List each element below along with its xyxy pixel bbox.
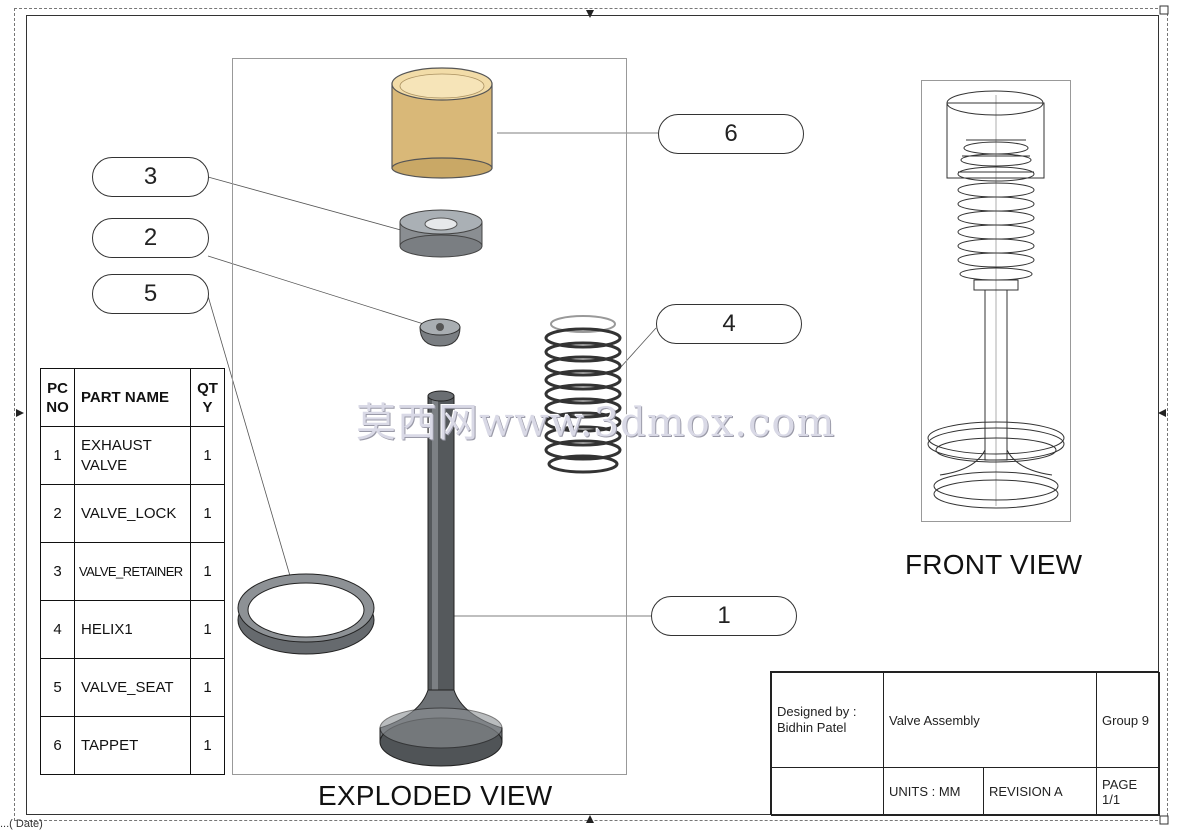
bom-cell-qty: 1 <box>190 600 225 659</box>
title-block: Designed by : Bidhin Patel Valve Assembl… <box>770 671 1160 816</box>
corner-mark <box>1159 815 1169 825</box>
bom-cell-name: VALVE_SEAT <box>74 658 191 717</box>
valve-retainer-part <box>399 209 483 258</box>
balloon-4: 4 <box>656 304 802 344</box>
designed-by-label: Designed by : <box>777 704 857 719</box>
table-row: 6 TAPPET 1 <box>40 716 225 775</box>
exploded-view-label: EXPLODED VIEW <box>318 780 553 811</box>
valve-seat-part <box>237 573 375 655</box>
bom-cell-name: EXHAUST VALVE <box>74 426 191 485</box>
balloon-5: 5 <box>92 274 209 314</box>
leader-line-3 <box>207 176 409 233</box>
bom-cell-pc: 4 <box>40 600 75 659</box>
front-view-label: FRONT VIEW <box>905 549 1083 580</box>
bom-cell-pc: 6 <box>40 716 75 775</box>
bom-cell-qty: 1 <box>190 484 225 543</box>
watermark-text: 莫西网www.3dmox.com <box>356 400 836 446</box>
front-view-assembly <box>927 90 1065 509</box>
page-cell: PAGE 1/1 <box>1096 767 1160 816</box>
corner-mark <box>1159 5 1169 15</box>
balloon-6: 6 <box>658 114 804 154</box>
bom-cell-qty: 1 <box>190 658 225 717</box>
blank-cell <box>771 767 884 816</box>
table-row: 2 VALVE_LOCK 1 <box>40 484 225 543</box>
bom-cell-qty: 1 <box>190 716 225 775</box>
table-row: 1 EXHAUST VALVE 1 <box>40 426 225 485</box>
bom-cell-pc: 2 <box>40 484 75 543</box>
drawing-title: Valve Assembly <box>883 672 1097 768</box>
table-row: 3 VALVE_RETAINER 1 <box>40 542 225 601</box>
table-row: 5 VALVE_SEAT 1 <box>40 658 225 717</box>
tappet-part <box>391 67 493 179</box>
balloon-1: 1 <box>651 596 797 636</box>
leader-line-2 <box>207 255 431 327</box>
right-center-mark <box>1158 409 1166 417</box>
designer-name: Bidhin Patel <box>777 720 847 735</box>
bom-cell-pc: 3 <box>40 542 75 601</box>
front-view-frame <box>921 80 1071 522</box>
balloon-2: 2 <box>92 218 209 258</box>
bom-cell-name: TAPPET <box>74 716 191 775</box>
bom-cell-name: VALVE_RETAINER <box>74 542 191 601</box>
helix-spring-part <box>544 315 622 474</box>
group-cell: Group 9 <box>1096 672 1160 768</box>
bom-cell-qty: 1 <box>190 542 225 601</box>
bom-header-pc-no: PC NO <box>40 368 75 427</box>
sheet-inner-border <box>26 15 1159 815</box>
designer-cell: Designed by : Bidhin Patel <box>771 672 884 768</box>
table-row: 4 HELIX1 1 <box>40 600 225 659</box>
footer-date-fragment: ...( Date) <box>0 818 43 830</box>
bom-cell-name: HELIX1 <box>74 600 191 659</box>
units-cell: UNITS : MM <box>883 767 984 816</box>
bom-header-part-name: PART NAME <box>74 368 191 427</box>
bom-header-qty: QT Y <box>190 368 225 427</box>
bom-cell-name: VALVE_LOCK <box>74 484 191 543</box>
leader-line-5 <box>207 295 301 611</box>
bill-of-materials-table: PC NO PART NAME QT Y 1 EXHAUST VALVE 1 2… <box>40 368 225 775</box>
valve-lock-part <box>419 318 461 347</box>
revision-cell: REVISION A <box>983 767 1097 816</box>
exploded-view-frame <box>232 58 627 775</box>
bom-cell-pc: 5 <box>40 658 75 717</box>
exhaust-valve-part <box>379 390 503 767</box>
bottom-center-mark <box>586 815 594 823</box>
top-center-mark <box>586 10 594 18</box>
left-center-mark <box>16 409 24 417</box>
bom-cell-pc: 1 <box>40 426 75 485</box>
bom-cell-qty: 1 <box>190 426 225 485</box>
bom-header-row: PC NO PART NAME QT Y <box>40 368 225 427</box>
balloon-3: 3 <box>92 157 209 197</box>
